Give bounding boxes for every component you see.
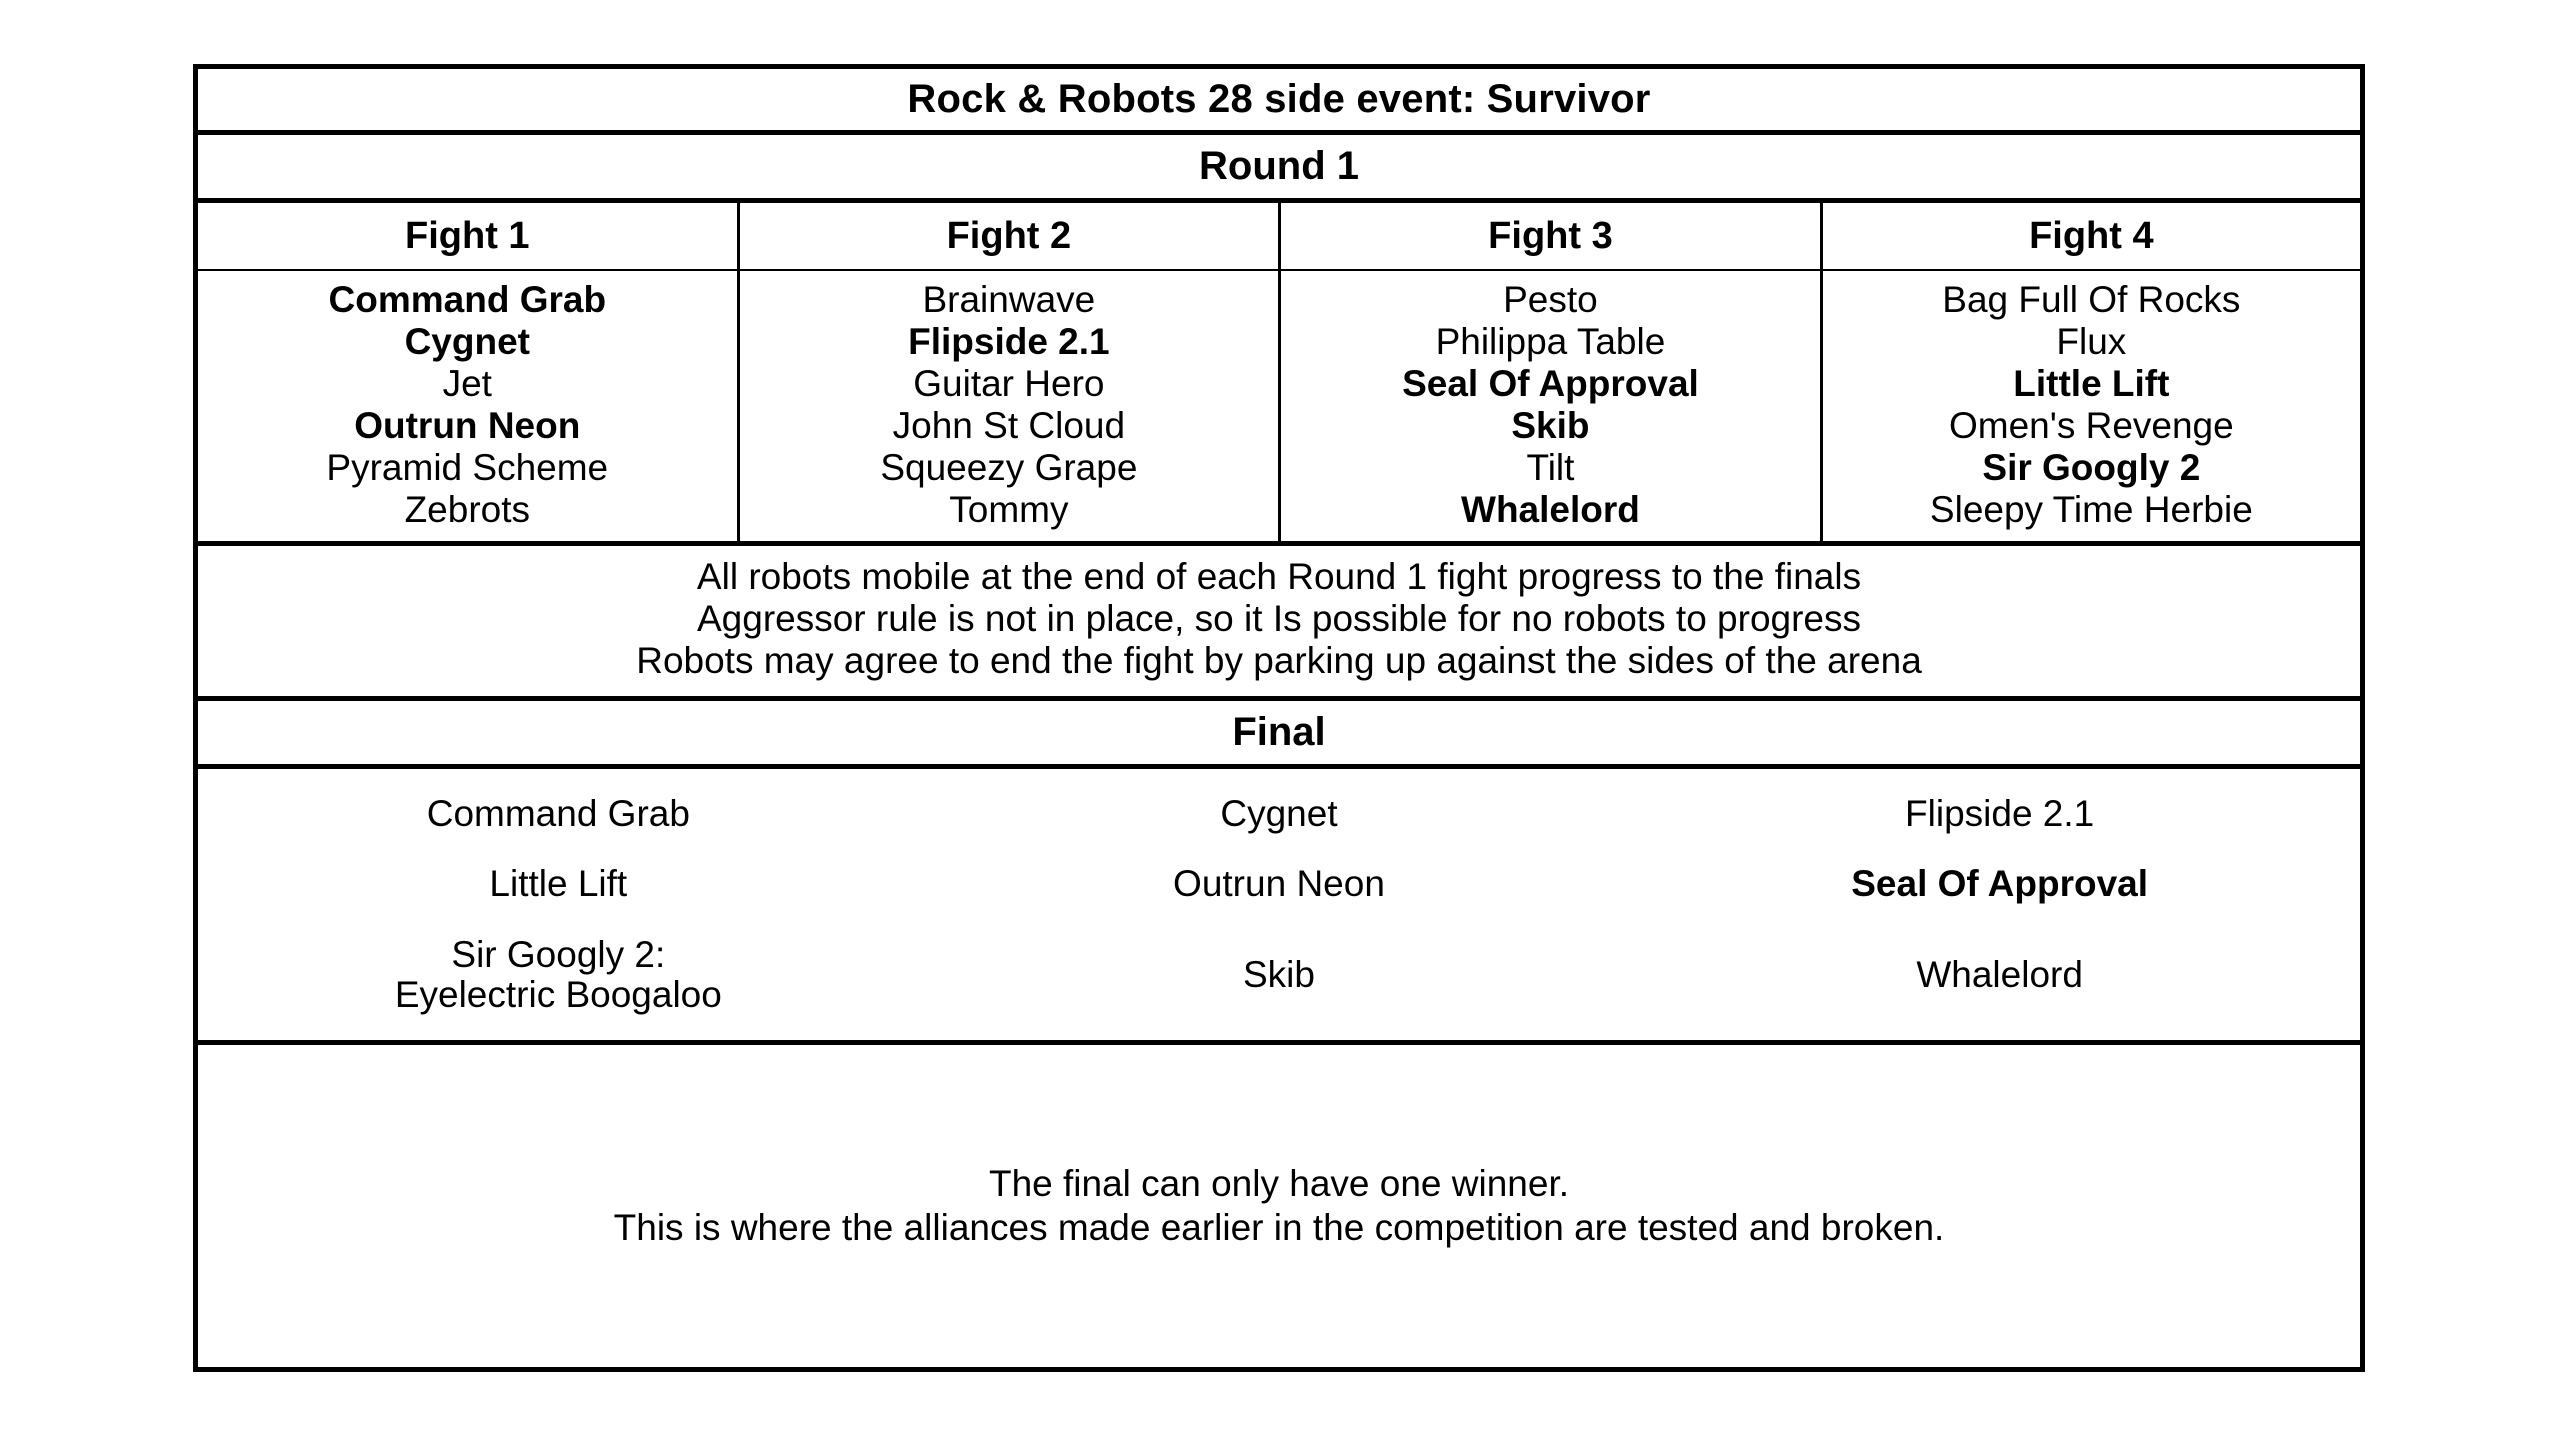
robot-entry: Squeezy Grape <box>880 447 1138 488</box>
rule-line: All robots mobile at the end of each Rou… <box>696 556 1862 597</box>
robot-entry: Command Grab <box>328 279 607 320</box>
fight-column-2: Brainwave Flipside 2.1 Guitar Hero John … <box>740 271 1282 541</box>
rule-line: Robots may agree to end the fight by par… <box>636 640 1922 681</box>
robot-entry: Zebrots <box>404 489 530 530</box>
robot-entry: Little Lift <box>2013 363 2170 404</box>
final-label: Final <box>1232 710 1326 754</box>
rules-block: All robots mobile at the end of each Rou… <box>198 546 2360 701</box>
robot-entry: Flux <box>2056 321 2127 362</box>
robot-entry: Philippa Table <box>1435 321 1666 362</box>
fight-header-3: Fight 3 <box>1281 203 1823 269</box>
robot-entry: Tommy <box>949 489 1069 530</box>
robot-entry: Outrun Neon <box>354 405 581 446</box>
robot-entry: Pyramid Scheme <box>326 447 609 488</box>
footer-note-line: The final can only have one winner. <box>988 1163 1570 1204</box>
final-row: Sir Googly 2: Eyelectric Boogaloo Skib W… <box>198 933 2360 1015</box>
fight-header-row: Fight 1 Fight 2 Fight 3 Fight 4 <box>198 203 2360 271</box>
fight-column-4: Bag Full Of Rocks Flux Little Lift Omen'… <box>1823 271 2360 541</box>
final-entry: Flipside 2.1 <box>1905 793 2095 835</box>
final-entry: Sir Googly 2: Eyelectric Boogaloo <box>198 933 919 1015</box>
event-title: Rock & Robots 28 side event: Survivor <box>907 77 1651 121</box>
event-title-row: Rock & Robots 28 side event: Survivor <box>198 69 2360 135</box>
robot-entry: Whalelord <box>1461 489 1640 530</box>
final-entry: Command Grab <box>426 793 690 835</box>
footer-note-block: The final can only have one winner. This… <box>198 1045 2360 1367</box>
robot-entry: Skib <box>1511 405 1590 446</box>
robot-entry: Pesto <box>1503 279 1598 320</box>
final-entry: Little Lift <box>489 863 628 905</box>
fight-column-1: Command Grab Cygnet Jet Outrun Neon Pyra… <box>198 271 740 541</box>
final-entry: Cygnet <box>1220 793 1338 835</box>
survivor-bracket-table: Rock & Robots 28 side event: Survivor Ro… <box>193 64 2365 1372</box>
fight-header-1: Fight 1 <box>198 203 740 269</box>
footer-note-line: This is where the alliances made earlier… <box>613 1207 1945 1248</box>
robot-entry: Seal Of Approval <box>1402 363 1699 404</box>
robot-entry: Omen's Revenge <box>1949 405 2234 446</box>
robot-entry: Flipside 2.1 <box>908 321 1110 362</box>
robot-entry: John St Cloud <box>892 405 1126 446</box>
round-label-row: Round 1 <box>198 135 2360 203</box>
robot-entry: Jet <box>442 363 492 404</box>
robot-entry: Bag Full Of Rocks <box>1942 279 2241 320</box>
robot-entry: Cygnet <box>404 321 530 362</box>
robot-entry: Tilt <box>1526 447 1575 488</box>
final-entry: Outrun Neon <box>1173 863 1385 905</box>
fight-header-4: Fight 4 <box>2029 214 2154 257</box>
final-row: Little Lift Outrun Neon Seal Of Approval <box>198 864 2360 904</box>
final-entry-line1: Sir Googly 2: <box>451 933 666 975</box>
robot-entry: Brainwave <box>922 279 1096 320</box>
robot-entry: Sleepy Time Herbie <box>1929 489 2253 530</box>
final-entry: Whalelord <box>1916 953 2083 995</box>
robot-entry: Sir Googly 2 <box>1982 447 2201 488</box>
final-entry: Skib <box>1242 953 1315 995</box>
final-entry-line2: Eyelectric Boogaloo <box>394 973 722 1015</box>
final-row: Command Grab Cygnet Flipside 2.1 <box>198 794 2360 834</box>
fight-body-row: Command Grab Cygnet Jet Outrun Neon Pyra… <box>198 271 2360 546</box>
fight-column-3: Pesto Philippa Table Seal Of Approval Sk… <box>1281 271 1823 541</box>
fight-header-2: Fight 2 <box>740 203 1282 269</box>
rule-line: Aggressor rule is not in place, so it Is… <box>696 598 1862 639</box>
final-entry: Seal Of Approval <box>1851 863 2149 905</box>
round-label: Round 1 <box>1199 144 1359 188</box>
final-label-row: Final <box>198 701 2360 769</box>
final-grid: Command Grab Cygnet Flipside 2.1 Little … <box>198 769 2360 1045</box>
robot-entry: Guitar Hero <box>913 363 1105 404</box>
